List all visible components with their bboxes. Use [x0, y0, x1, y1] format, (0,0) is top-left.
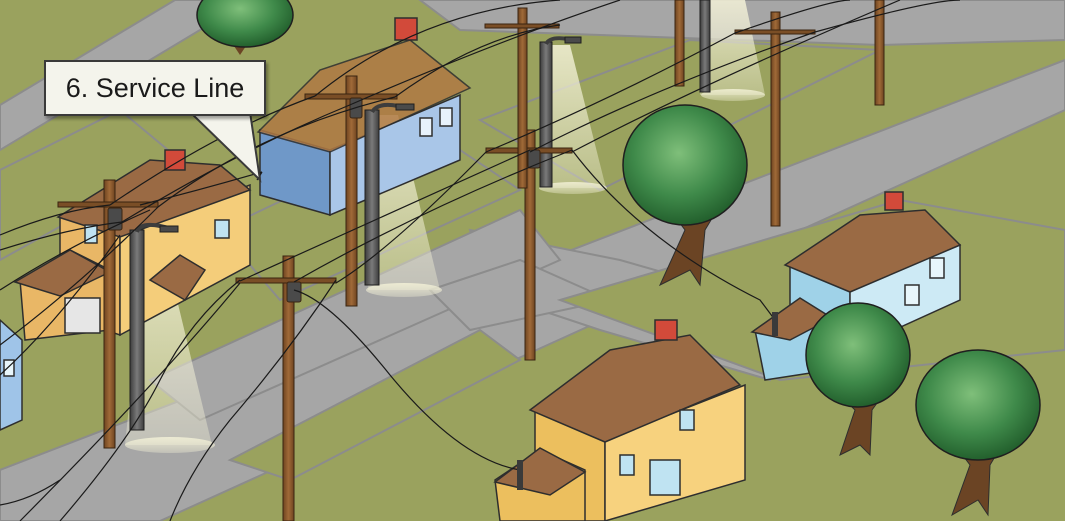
house-lb-window [905, 285, 919, 305]
garage-door [65, 298, 100, 333]
service-line-callout: 6. Service Line [44, 60, 266, 116]
house-yf-window [620, 455, 634, 475]
callout-label: 6. Service Line [66, 73, 245, 104]
transformer-icon [108, 208, 122, 230]
house-blue-window [420, 118, 432, 136]
chimney-icon [395, 18, 417, 40]
meter-connector [772, 312, 778, 336]
house-blue-window-2 [440, 108, 452, 126]
meter-connector [517, 460, 523, 490]
street-light-icon [700, 0, 710, 92]
light-pool-4 [701, 89, 765, 101]
house-yf-window-2 [680, 410, 694, 430]
utility-pole-icon [675, 0, 684, 86]
light-pool-1 [125, 437, 215, 453]
house-yl-window [215, 220, 229, 238]
house-yf-door [650, 460, 680, 495]
chimney-icon [655, 320, 677, 340]
chimney-icon [885, 192, 903, 210]
house-lb-window-2 [930, 258, 944, 278]
